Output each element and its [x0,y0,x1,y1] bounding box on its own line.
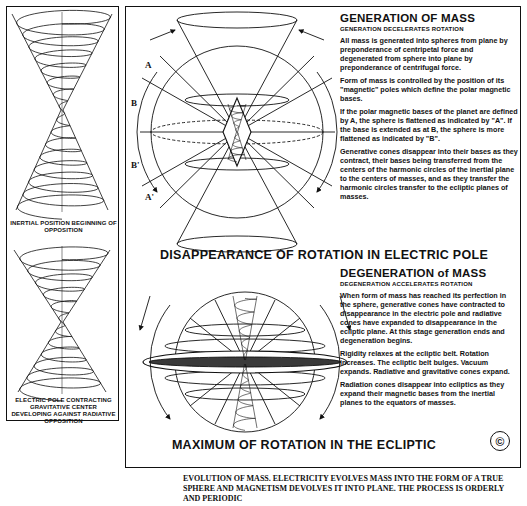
degeneration-sphere [150,305,170,419]
generation-sphere [160,56,314,208]
cone-spiral [63,250,110,322]
section-subheading: GENERATION DECELERATES ROTATION [340,25,518,33]
figure-title: DISAPPEARANCE OF ROTATION IN ELECTRIC PO… [126,248,522,262]
text-column: © [490,431,512,451]
pole-spiral [235,298,257,360]
generation-sphere [150,30,175,40]
text-column: DEGENERATION of MASSDEGENERATION ACCELER… [340,267,518,411]
text-column: DISAPPEARANCE OF ROTATION IN ELECTRIC PO… [126,248,522,262]
panel-frame: INERTIAL POSITION BEGINNING OF OPPOSITIO… [6,6,119,421]
panel-frame: GENERATION OF MASSGENERATION DECELERATES… [125,6,521,468]
generation-sphere [177,12,297,28]
body-text: All mass is generated into spheres from … [340,36,518,72]
cone-spiral [17,10,111,110]
generation-sphere [317,72,337,192]
cone-spiral [18,322,61,392]
generation-sphere [137,12,337,252]
pole-spiral [234,364,256,430]
cone-spiral [20,247,108,322]
cone-spiral [62,12,63,212]
text-column: ELECTRIC POLE CONTRACTING GRAVITATIVE CE… [10,397,117,425]
cone-spiral [63,322,106,392]
degeneration-sphere [140,296,150,330]
cone-spiral [20,322,101,401]
section-subheading: DEGENERATION ACCELERATES ROTATION [340,280,518,288]
point-letter: B' [131,160,140,170]
pole-spiral [238,132,247,160]
degeneration-sphere [149,357,341,367]
body-text: Form of mass is controlled by the positi… [340,76,518,103]
cone-spiral [62,246,63,394]
copyright-mark: © [490,431,510,451]
point-letter: A [145,60,152,70]
text-column: INERTIAL POSITION BEGINNING OF OPPOSITIO… [10,220,117,234]
pole-spiral [228,132,237,160]
pole-spiral [233,364,245,428]
pole-spiral [228,104,246,162]
degeneration-sphere [185,324,305,336]
pole-spiral [233,296,257,430]
degeneration-sphere [140,292,350,432]
pole-spiral [228,104,237,132]
body-text: Rigidity relaxes at the ecliptic belt. R… [340,349,518,376]
generation-sphere [223,98,251,166]
degeneration-sphere [320,305,340,419]
cone-spiral [63,110,108,210]
generation-sphere [160,56,314,208]
section-heading: DEGENERATION of MASS [340,267,518,280]
figure-caption: ELECTRIC POLE CONTRACTING GRAVITATIVE CE… [10,397,117,425]
cone-spiral [63,14,112,110]
figure-caption: EVOLUTION OF MASS. ELECTRICITY EVOLVES M… [183,474,513,504]
point-letter: B [131,98,137,108]
cone-spiral [16,110,61,210]
point-letter: A' [145,192,154,202]
body-text: Generative cones disappear into their ba… [340,147,518,201]
pole-spiral [238,104,247,132]
generation-sphere [142,78,332,186]
section-heading: GENERATION OF MASS [340,12,518,25]
cone-spiral [14,250,61,322]
text-column: GENERATION OF MASSGENERATION DECELERATES… [340,12,518,205]
body-text: Radiation cones disappear into ecliptics… [340,380,518,407]
cone-spiral [12,14,61,110]
degeneration-sphere [185,388,305,400]
figure-caption: INERTIAL POSITION BEGINNING OF OPPOSITIO… [10,220,117,234]
body-text: If the polar magnetic bases of the plane… [340,107,518,143]
figure-title: MAXIMUM OF ROTATION IN THE ECLIPTIC [134,438,474,452]
text-column: MAXIMUM OF ROTATION IN THE ECLIPTIC [134,438,474,452]
cone-spiral [17,110,103,219]
generation-sphere [299,30,324,40]
body-text: When form of mass has reached its perfec… [340,291,518,345]
pole-spiral [233,296,245,360]
generation-sphere [142,78,332,186]
pole-spiral [246,364,258,428]
pole-spiral [230,105,246,132]
cone-spiral [12,10,112,400]
generation-sphere [137,72,157,192]
pole-spiral [246,296,258,360]
